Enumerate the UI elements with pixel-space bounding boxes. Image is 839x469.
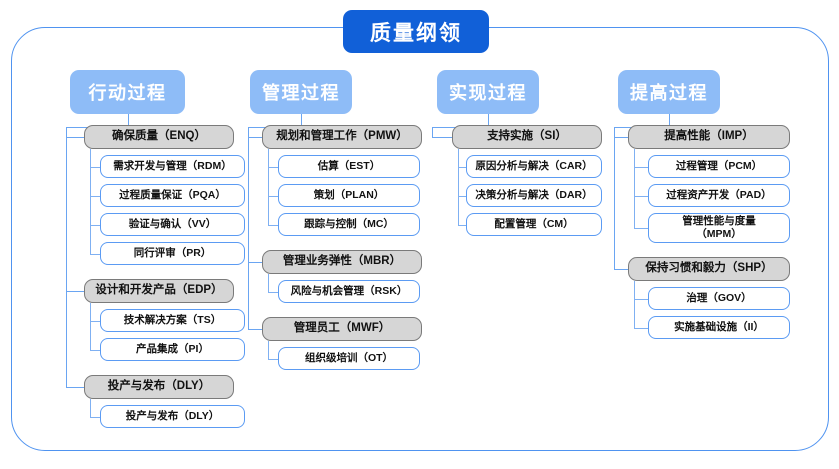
connector-leaf-spine — [634, 149, 636, 228]
connector-leaf-elbow — [458, 224, 466, 226]
column-header-2[interactable]: 管理过程 — [250, 70, 352, 114]
column-header-3[interactable]: 实现过程 — [437, 70, 539, 114]
connector-column-trunk — [614, 127, 616, 269]
connector-column-trunk — [66, 127, 68, 387]
connector-leaf-spine — [90, 399, 92, 417]
connector-leaf-elbow — [268, 358, 278, 360]
connector-header-stem-2 — [301, 114, 303, 128]
group-box[interactable]: 管理业务弹性（MBR） — [262, 250, 422, 274]
leaf-box[interactable]: 估算（EST） — [278, 155, 420, 178]
group-box[interactable]: 保持习惯和毅力（SHP） — [628, 257, 790, 281]
connector-leaf-spine — [268, 149, 270, 225]
connector-leaf-spine — [268, 274, 270, 292]
connector-leaf-elbow — [90, 195, 100, 197]
group-box[interactable]: 设计和开发产品（EDP） — [84, 279, 234, 303]
leaf-box[interactable]: 风险与机会管理（RSK） — [278, 280, 420, 303]
leaf-box[interactable]: 验证与确认（VV） — [100, 213, 245, 236]
connector-leaf-elbow — [90, 349, 100, 351]
connector-leaf-spine — [90, 149, 92, 254]
connector-leaf-elbow — [90, 166, 100, 168]
connector-leaf-spine — [634, 281, 636, 328]
column-header-1[interactable]: 行动过程 — [70, 70, 185, 114]
group-box[interactable]: 管理员工（MWF） — [262, 317, 422, 341]
connector-group-elbow — [614, 137, 628, 139]
connector-leaf-elbow — [268, 195, 278, 197]
connector-header-stem-1 — [127, 114, 129, 128]
leaf-box[interactable]: 组织级培训（OT） — [278, 347, 420, 370]
connector-leaf-elbow — [458, 195, 466, 197]
connector-leaf-elbow — [268, 166, 278, 168]
connector-group-elbow — [66, 137, 84, 139]
connector-group-elbow — [248, 137, 262, 139]
connector-group-elbow — [66, 387, 84, 389]
connector-leaf-elbow — [90, 253, 100, 255]
leaf-box[interactable]: 决策分析与解决（DAR） — [466, 184, 602, 207]
connector-leaf-spine — [458, 149, 460, 225]
group-box[interactable]: 规划和管理工作（PMW） — [262, 125, 422, 149]
connector-column-trunk — [432, 127, 434, 137]
group-box[interactable]: 提高性能（IMP） — [628, 125, 790, 149]
leaf-box[interactable]: 治理（GOV） — [648, 287, 790, 310]
leaf-box[interactable]: 同行评审（PR） — [100, 242, 245, 265]
group-box[interactable]: 支持实施（SI） — [452, 125, 602, 149]
connector-leaf-elbow — [634, 166, 648, 168]
connector-leaf-elbow — [90, 320, 100, 322]
leaf-box[interactable]: 配置管理（CM） — [466, 213, 602, 236]
leaf-box[interactable]: 过程资产开发（PAD） — [648, 184, 790, 207]
leaf-box[interactable]: 技术解决方案（TS） — [100, 309, 245, 332]
connector-leaf-elbow — [634, 228, 648, 230]
connector-leaf-elbow — [634, 298, 648, 300]
connector-leaf-elbow — [268, 291, 278, 293]
connector-column-trunk — [248, 127, 250, 329]
connector-group-elbow — [248, 329, 262, 331]
leaf-box[interactable]: 跟踪与控制（MC） — [278, 213, 420, 236]
connector-leaf-elbow — [90, 416, 100, 418]
connector-leaf-elbow — [90, 224, 100, 226]
connector-leaf-elbow — [634, 327, 648, 329]
connector-group-elbow — [432, 137, 452, 139]
leaf-box[interactable]: 需求开发与管理（RDM） — [100, 155, 245, 178]
leaf-box[interactable]: 过程管理（PCM） — [648, 155, 790, 178]
leaf-box[interactable]: 产品集成（PI） — [100, 338, 245, 361]
leaf-box[interactable]: 管理性能与度量 （MPM） — [648, 213, 790, 243]
connector-group-elbow — [248, 262, 262, 264]
leaf-box[interactable]: 实施基础设施（II） — [648, 316, 790, 339]
connector-header-stem-4 — [669, 114, 671, 128]
connector-header-stem-3 — [488, 114, 490, 128]
column-header-4[interactable]: 提高过程 — [618, 70, 720, 114]
connector-leaf-elbow — [458, 166, 466, 168]
leaf-box[interactable]: 原因分析与解决（CAR） — [466, 155, 602, 178]
leaf-box[interactable]: 过程质量保证（PQA） — [100, 184, 245, 207]
connector-leaf-elbow — [634, 195, 648, 197]
connector-leaf-elbow — [268, 224, 278, 226]
leaf-box[interactable]: 投产与发布（DLY） — [100, 405, 245, 428]
connector-leaf-spine — [90, 303, 92, 350]
connector-group-elbow — [614, 269, 628, 271]
connector-group-elbow — [66, 291, 84, 293]
leaf-box[interactable]: 策划（PLAN） — [278, 184, 420, 207]
connector-leaf-spine — [268, 341, 270, 359]
root-title: 质量纲领 — [343, 10, 489, 53]
group-box[interactable]: 投产与发布（DLY） — [84, 375, 234, 399]
group-box[interactable]: 确保质量（ENQ） — [84, 125, 234, 149]
